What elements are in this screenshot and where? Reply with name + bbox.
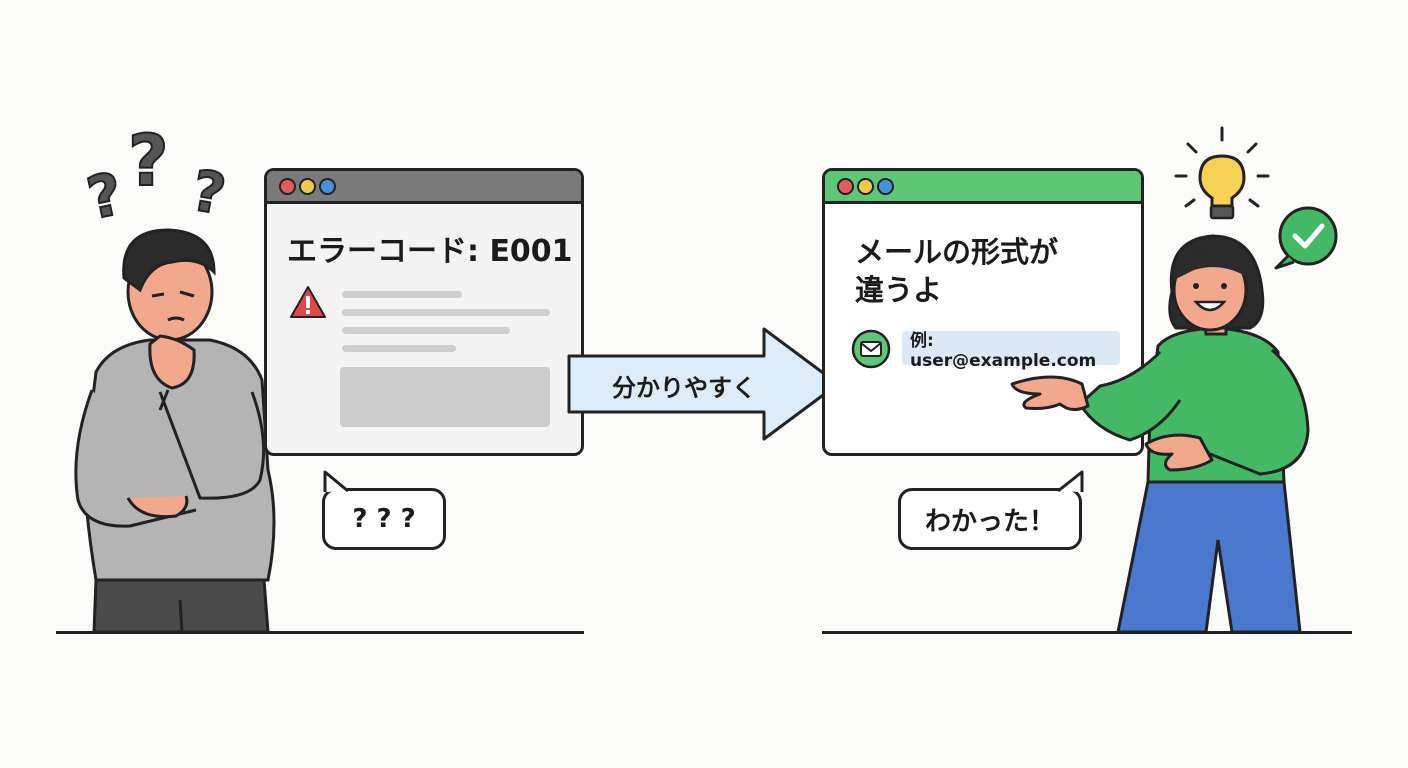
window-titlebar <box>267 171 581 204</box>
arrow-label: 分かりやすく <box>612 374 756 402</box>
transform-arrow <box>567 327 840 441</box>
maximize-dot <box>319 178 336 195</box>
understood-speech-bubble: わかった！ <box>898 488 1082 550</box>
minimize-dot <box>857 178 874 195</box>
bubble-tail <box>1057 470 1084 493</box>
placeholder-line <box>342 327 510 334</box>
ground-line-left <box>56 631 584 634</box>
placeholder-line <box>342 345 456 352</box>
ground-line-right <box>822 631 1352 634</box>
email-example-field: 例: user@example.com <box>902 331 1120 371</box>
confused-speech-bubble: ? ? ? <box>322 488 446 550</box>
placeholder-block <box>340 367 550 427</box>
maximize-dot <box>877 178 894 195</box>
close-dot <box>279 178 296 195</box>
bubble-tail <box>323 470 349 493</box>
minimize-dot <box>299 178 316 195</box>
error-code-title: エラーコード: E001 <box>287 234 573 269</box>
close-dot <box>837 178 854 195</box>
error-window: エラーコード: E001 <box>264 168 584 456</box>
clear-message-title: メールの形式が 違うよ <box>855 235 1059 307</box>
check-bubble-icon <box>1274 206 1338 270</box>
bubble-text: ? ? ? <box>352 504 416 534</box>
mail-icon <box>851 329 891 369</box>
svg-text:?: ? <box>128 120 169 202</box>
warning-icon <box>290 286 326 318</box>
window-titlebar <box>825 171 1141 204</box>
lightbulb-icon <box>1174 126 1270 220</box>
placeholder-line <box>342 291 462 298</box>
clear-message-window: メールの形式が 違うよ 例: user@example.com <box>822 168 1144 456</box>
bubble-text: わかった！ <box>924 506 1055 537</box>
placeholder-line <box>342 309 550 316</box>
